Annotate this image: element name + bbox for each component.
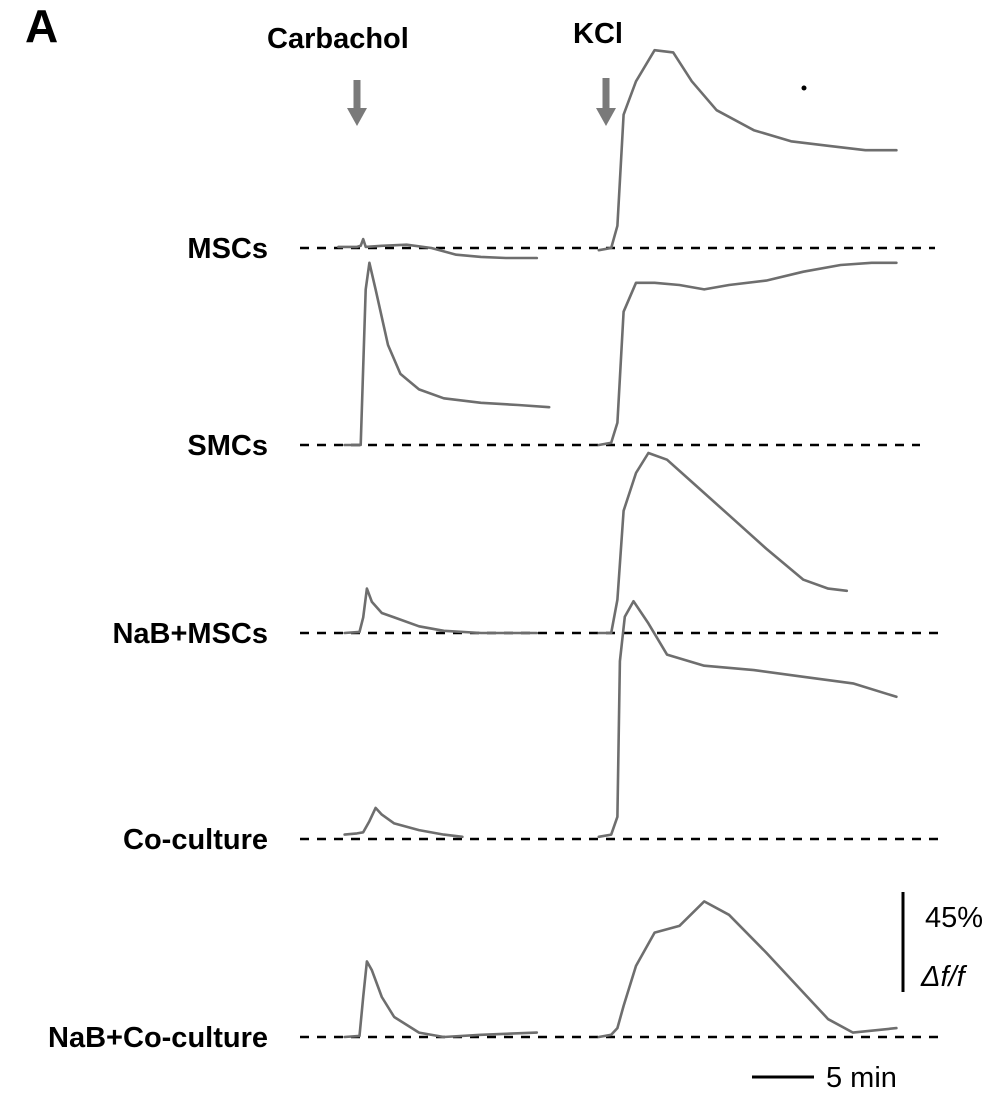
- amplitude-scale-unit: Δf/f: [920, 961, 968, 993]
- kcl-response-trace-nab-mscs: [597, 451, 849, 635]
- carbachol-arrow-icon: [347, 108, 367, 126]
- kcl-arrow-icon: [596, 108, 616, 126]
- stimulus-label-carbachol: Carbachol: [267, 23, 409, 55]
- trace-row-nab-mscs: NaB+MSCs: [112, 451, 945, 650]
- stimulus-kcl: KCl: [573, 18, 623, 126]
- carbachol-response-trace-nab-co-culture: [343, 960, 539, 1039]
- stimulus-carbachol: Carbachol: [267, 23, 409, 126]
- time-scale-label: 5 min: [826, 1062, 897, 1094]
- time-scale-bar: 5 min: [752, 1062, 897, 1094]
- kcl-response-trace-mscs: [597, 48, 898, 252]
- trace-row-smcs: SMCs: [187, 261, 920, 462]
- row-label-nab-mscs: NaB+MSCs: [112, 618, 268, 650]
- kcl-response-trace-smcs: [597, 261, 898, 447]
- amplitude-scale-value: 45%: [925, 902, 983, 934]
- carbachol-response-trace-nab-mscs: [343, 587, 539, 635]
- trace-row-co-culture: Co-culture: [123, 599, 945, 856]
- amplitude-scale-bar: 45% Δf/f: [901, 892, 983, 993]
- row-label-nab-co-culture: NaB+Co-culture: [48, 1022, 268, 1054]
- kcl-response-trace-co-culture: [597, 599, 898, 839]
- stimulus-label-kcl: KCl: [573, 18, 623, 50]
- carbachol-response-trace-co-culture: [343, 806, 464, 839]
- stray-dot: [801, 85, 807, 91]
- panel-label: A: [25, 0, 58, 52]
- kcl-response-trace-nab-co-culture: [597, 900, 898, 1039]
- carbachol-response-trace-mscs: [337, 237, 539, 260]
- carbachol-response-trace-smcs: [343, 261, 551, 447]
- trace-row-mscs: MSCs: [187, 48, 935, 265]
- row-label-co-culture: Co-culture: [123, 824, 268, 856]
- trace-row-nab-co-culture: NaB+Co-culture: [48, 900, 945, 1054]
- row-label-mscs: MSCs: [187, 233, 268, 265]
- row-label-smcs: SMCs: [187, 430, 268, 462]
